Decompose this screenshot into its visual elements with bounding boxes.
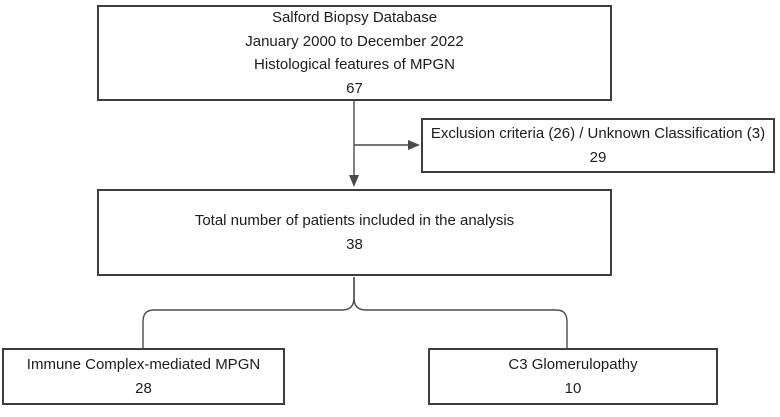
included-box-count: 38 bbox=[346, 235, 363, 253]
exclusion-box-label: Exclusion criteria (26) / Unknown Classi… bbox=[430, 125, 766, 142]
c3g-box-count: 10 bbox=[564, 379, 582, 397]
split-branch-left bbox=[142, 277, 355, 348]
source-box: Salford Biopsy Database January 2000 to … bbox=[97, 5, 612, 101]
c3g-box: C3 Glomerulopathy 10 bbox=[428, 348, 718, 405]
c3g-box-label: C3 Glomerulopathy bbox=[508, 356, 638, 373]
source-box-count: 67 bbox=[346, 79, 363, 97]
source-box-daterange: January 2000 to December 2022 bbox=[245, 32, 464, 50]
ic-mpgn-box-count: 28 bbox=[135, 379, 152, 397]
exclusion-box: Exclusion criteria (26) / Unknown Classi… bbox=[421, 118, 775, 173]
split-branch-right bbox=[353, 277, 568, 348]
included-box-label: Total number of patients included in the… bbox=[194, 212, 515, 229]
included-box: Total number of patients included in the… bbox=[97, 189, 612, 276]
exclusion-box-count: 29 bbox=[589, 148, 607, 166]
ic-mpgn-box-label: Immune Complex-mediated MPGN bbox=[26, 356, 261, 373]
arrow-to-exclusion-head bbox=[408, 140, 420, 150]
arrow-source-to-included-head bbox=[349, 175, 359, 187]
ic-mpgn-box: Immune Complex-mediated MPGN 28 bbox=[2, 348, 285, 405]
source-box-title: Salford Biopsy Database bbox=[271, 9, 438, 26]
source-box-criteria: Histological features of MPGN bbox=[254, 56, 455, 73]
